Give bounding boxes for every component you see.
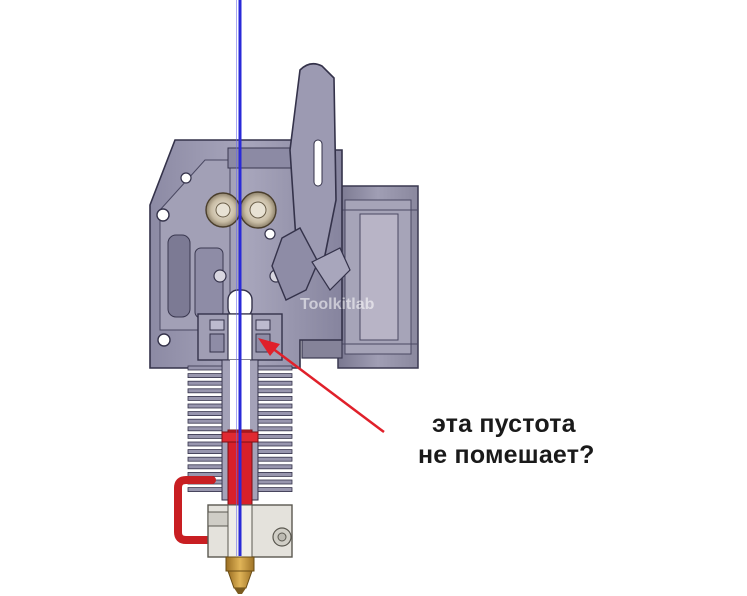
heatsink-fin-left: [187, 395, 223, 401]
heatsink-fin-right: [257, 449, 293, 455]
heatsink-fin-right: [257, 479, 293, 485]
heatsink-fin-left: [187, 487, 223, 493]
nozzle: [225, 556, 255, 594]
heatsink-fin-left: [187, 418, 223, 424]
heatsink-fin-left: [187, 441, 223, 447]
heatsink-fin-right: [257, 471, 293, 477]
heater-block: [207, 504, 293, 558]
drive-gears: [205, 191, 277, 240]
annotation-line-1: эта пустота: [432, 410, 576, 438]
heatsink-fin-left: [187, 449, 223, 455]
heatsink-fin-right: [257, 403, 293, 409]
heatsink-fin-right: [257, 388, 293, 394]
annotation-arrow: [258, 338, 385, 433]
heatsink-fin-right: [257, 418, 293, 424]
heatsink-fin-left: [187, 373, 223, 379]
watermark-text: Toolkitlab: [300, 296, 375, 313]
heatsink-fin-right: [257, 373, 293, 379]
heatsink-fin-right: [257, 487, 293, 493]
heatsink-fin-right: [257, 380, 293, 386]
heatsink-fin-right: [257, 464, 293, 470]
heatsink-fin-right: [257, 365, 293, 371]
heatsink-fin-left: [187, 456, 223, 462]
heatsink-fin-left: [187, 464, 223, 470]
heater-wire: [174, 476, 216, 544]
annotation-line-2: не помешает?: [418, 441, 595, 469]
heatsink-fin-right: [257, 433, 293, 439]
heatsink-fin-left: [187, 380, 223, 386]
heatsink-fin-left: [187, 411, 223, 417]
heatsink-fin-left: [187, 433, 223, 439]
heatsink-fin-left: [187, 471, 223, 477]
heatsink-fin-right: [257, 411, 293, 417]
heatsink-fin-left: [187, 365, 223, 371]
tension-lever: [271, 62, 351, 301]
heatsink-fin-right: [257, 441, 293, 447]
heatsink-fin-right: [257, 456, 293, 462]
heatsink-fin-right: [257, 426, 293, 432]
heatsink-fin-left: [187, 403, 223, 409]
heatsink-fin-left: [187, 426, 223, 432]
heatsink-fin-right: [257, 395, 293, 401]
heatsink-fin-left: [187, 388, 223, 394]
